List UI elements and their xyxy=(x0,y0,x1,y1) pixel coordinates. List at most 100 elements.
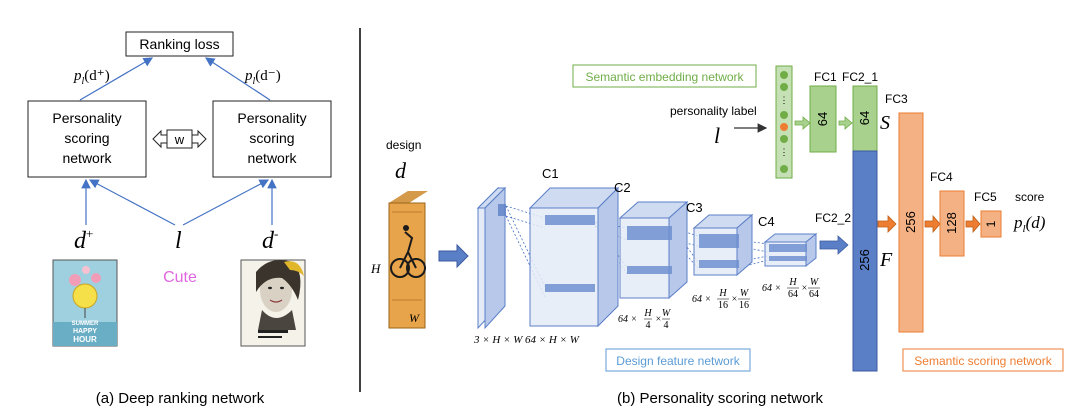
right-scoring-network-box xyxy=(212,100,332,178)
svg-text:64: 64 xyxy=(788,289,798,300)
arrow-l-to-right xyxy=(182,179,270,226)
conv-c2-block xyxy=(618,200,689,300)
arrow-onehot-to-fc1 xyxy=(794,116,811,130)
score-label: score xyxy=(1015,190,1045,204)
conv-c1-block xyxy=(528,186,620,328)
design-poster-image xyxy=(388,191,428,329)
svg-text:pl(d⁺): pl(d⁺) xyxy=(73,68,110,87)
svg-text:⋮: ⋮ xyxy=(780,147,789,157)
svg-text:SUMMER: SUMMER xyxy=(72,321,99,327)
fc5-value: 1 xyxy=(984,220,998,227)
semantic-scoring-box xyxy=(902,348,1064,372)
svg-text:64 ×: 64 × xyxy=(618,314,637,325)
svg-text:64 ×: 64 × xyxy=(692,294,711,305)
fc4-label: FC4 xyxy=(930,170,953,184)
label-var: l xyxy=(714,123,720,148)
fc1-label: FC1 xyxy=(814,70,837,84)
caption-a: (a) Deep ranking network xyxy=(96,390,265,407)
fc2-1-label: FC2_1 xyxy=(842,70,878,84)
block-arrow-input xyxy=(438,243,469,269)
left-net-line-1: Personality xyxy=(52,110,121,126)
svg-text:16: 16 xyxy=(739,300,749,311)
personality-label-text: personality label xyxy=(670,104,757,118)
p-pos-label: pl(d⁺) xyxy=(73,68,110,87)
arrow-fc1-to-fc2-1 xyxy=(838,116,853,130)
ranking-loss-box xyxy=(125,31,234,57)
panel-b: design d H W 3 × H × W xyxy=(370,64,1064,407)
right-net-line-2: scoring xyxy=(249,130,294,146)
l-label: l xyxy=(175,228,182,254)
svg-text:×: × xyxy=(801,283,808,294)
c2-label: C2 xyxy=(614,180,631,195)
svg-text:×: × xyxy=(655,314,662,325)
svg-text:4: 4 xyxy=(646,320,651,331)
svg-text:W: W xyxy=(810,277,820,288)
fc5-layer xyxy=(980,210,1002,238)
left-net-line-3: network xyxy=(62,150,112,166)
panel-a: Ranking loss pl(d⁺) pl(d⁻) Personality s… xyxy=(27,31,332,407)
fc2-1-value: 64 xyxy=(857,111,872,125)
score-formula: pl(d) xyxy=(1013,213,1046,235)
fc3-layer xyxy=(898,112,924,333)
w-label: W xyxy=(409,311,420,325)
right-net-line-3: network xyxy=(247,150,297,166)
svg-text:H: H xyxy=(718,288,727,299)
p-neg-label: pl(d⁻) xyxy=(244,68,281,87)
svg-text:⋮: ⋮ xyxy=(780,95,789,105)
c1-dim: 64 × H × W xyxy=(525,334,580,346)
caption-b: (b) Personality scoring network xyxy=(617,390,823,407)
fc3-value: 256 xyxy=(903,211,918,233)
fc2-2-value: 256 xyxy=(857,249,872,271)
cute-label: Cute xyxy=(163,269,197,286)
ranking-loss-label: Ranking loss xyxy=(139,36,219,52)
c2-dim: 64 × H 4 × W 4 xyxy=(618,308,672,331)
svg-text:W: W xyxy=(740,288,750,299)
c4-dim: 64 × H 64 × W 64 xyxy=(762,277,820,300)
left-scoring-network-box xyxy=(27,100,147,178)
svg-text:4: 4 xyxy=(664,320,669,331)
svg-text:W: W xyxy=(662,308,672,319)
fc2-2-label: FC2_2 xyxy=(815,211,851,225)
c3-dim: 64 × H 16 × W 16 xyxy=(692,288,750,311)
design-var: d xyxy=(395,158,407,183)
semantic-scoring-label: Semantic scoring network xyxy=(914,354,1052,368)
design-feature-box xyxy=(605,348,751,372)
svg-text:pl(d⁻): pl(d⁻) xyxy=(244,68,281,87)
conv-c4-block xyxy=(763,232,818,268)
fc4-value: 128 xyxy=(944,212,959,234)
semantic-embedding-box xyxy=(572,64,757,88)
arrow-to-fc3 xyxy=(877,215,897,233)
fc1-value: 64 xyxy=(815,112,830,126)
design-label: design xyxy=(386,138,421,152)
conv-c3-block xyxy=(692,213,754,277)
fc3-label: FC3 xyxy=(885,92,908,106)
arrow-l-to-left xyxy=(88,179,176,226)
c3-label: C3 xyxy=(686,200,703,215)
fc2-2-layer xyxy=(852,150,878,372)
c4-label: C4 xyxy=(758,214,775,229)
fc5-label: FC5 xyxy=(974,190,997,204)
svg-text:H: H xyxy=(788,277,797,288)
arrow-to-fc5 xyxy=(965,214,981,234)
input-dim: 3 × H × W xyxy=(473,334,523,346)
d-neg-label: d- xyxy=(262,226,278,254)
svg-text:×: × xyxy=(731,294,738,305)
c1-label: C1 xyxy=(542,166,559,181)
fc1-layer xyxy=(809,85,837,153)
shared-weight-arrow: w xyxy=(152,129,207,149)
h-label: H xyxy=(370,261,381,276)
onehot-vector: ⋮ ⋮ xyxy=(775,65,793,179)
fc4-layer xyxy=(939,190,965,257)
svg-text:HAPPY: HAPPY xyxy=(73,328,97,335)
svg-text:H: H xyxy=(643,308,652,319)
left-net-line-2: scoring xyxy=(64,130,109,146)
svg-text:HOUR: HOUR xyxy=(73,335,97,344)
shared-weight-label: w xyxy=(174,132,185,147)
semantic-embedding-label: Semantic embedding network xyxy=(585,70,744,84)
s-symbol: S xyxy=(880,112,890,134)
poster-right-image xyxy=(240,259,306,347)
fc2-1-layer xyxy=(852,85,878,152)
right-net-line-1: Personality xyxy=(237,110,306,126)
